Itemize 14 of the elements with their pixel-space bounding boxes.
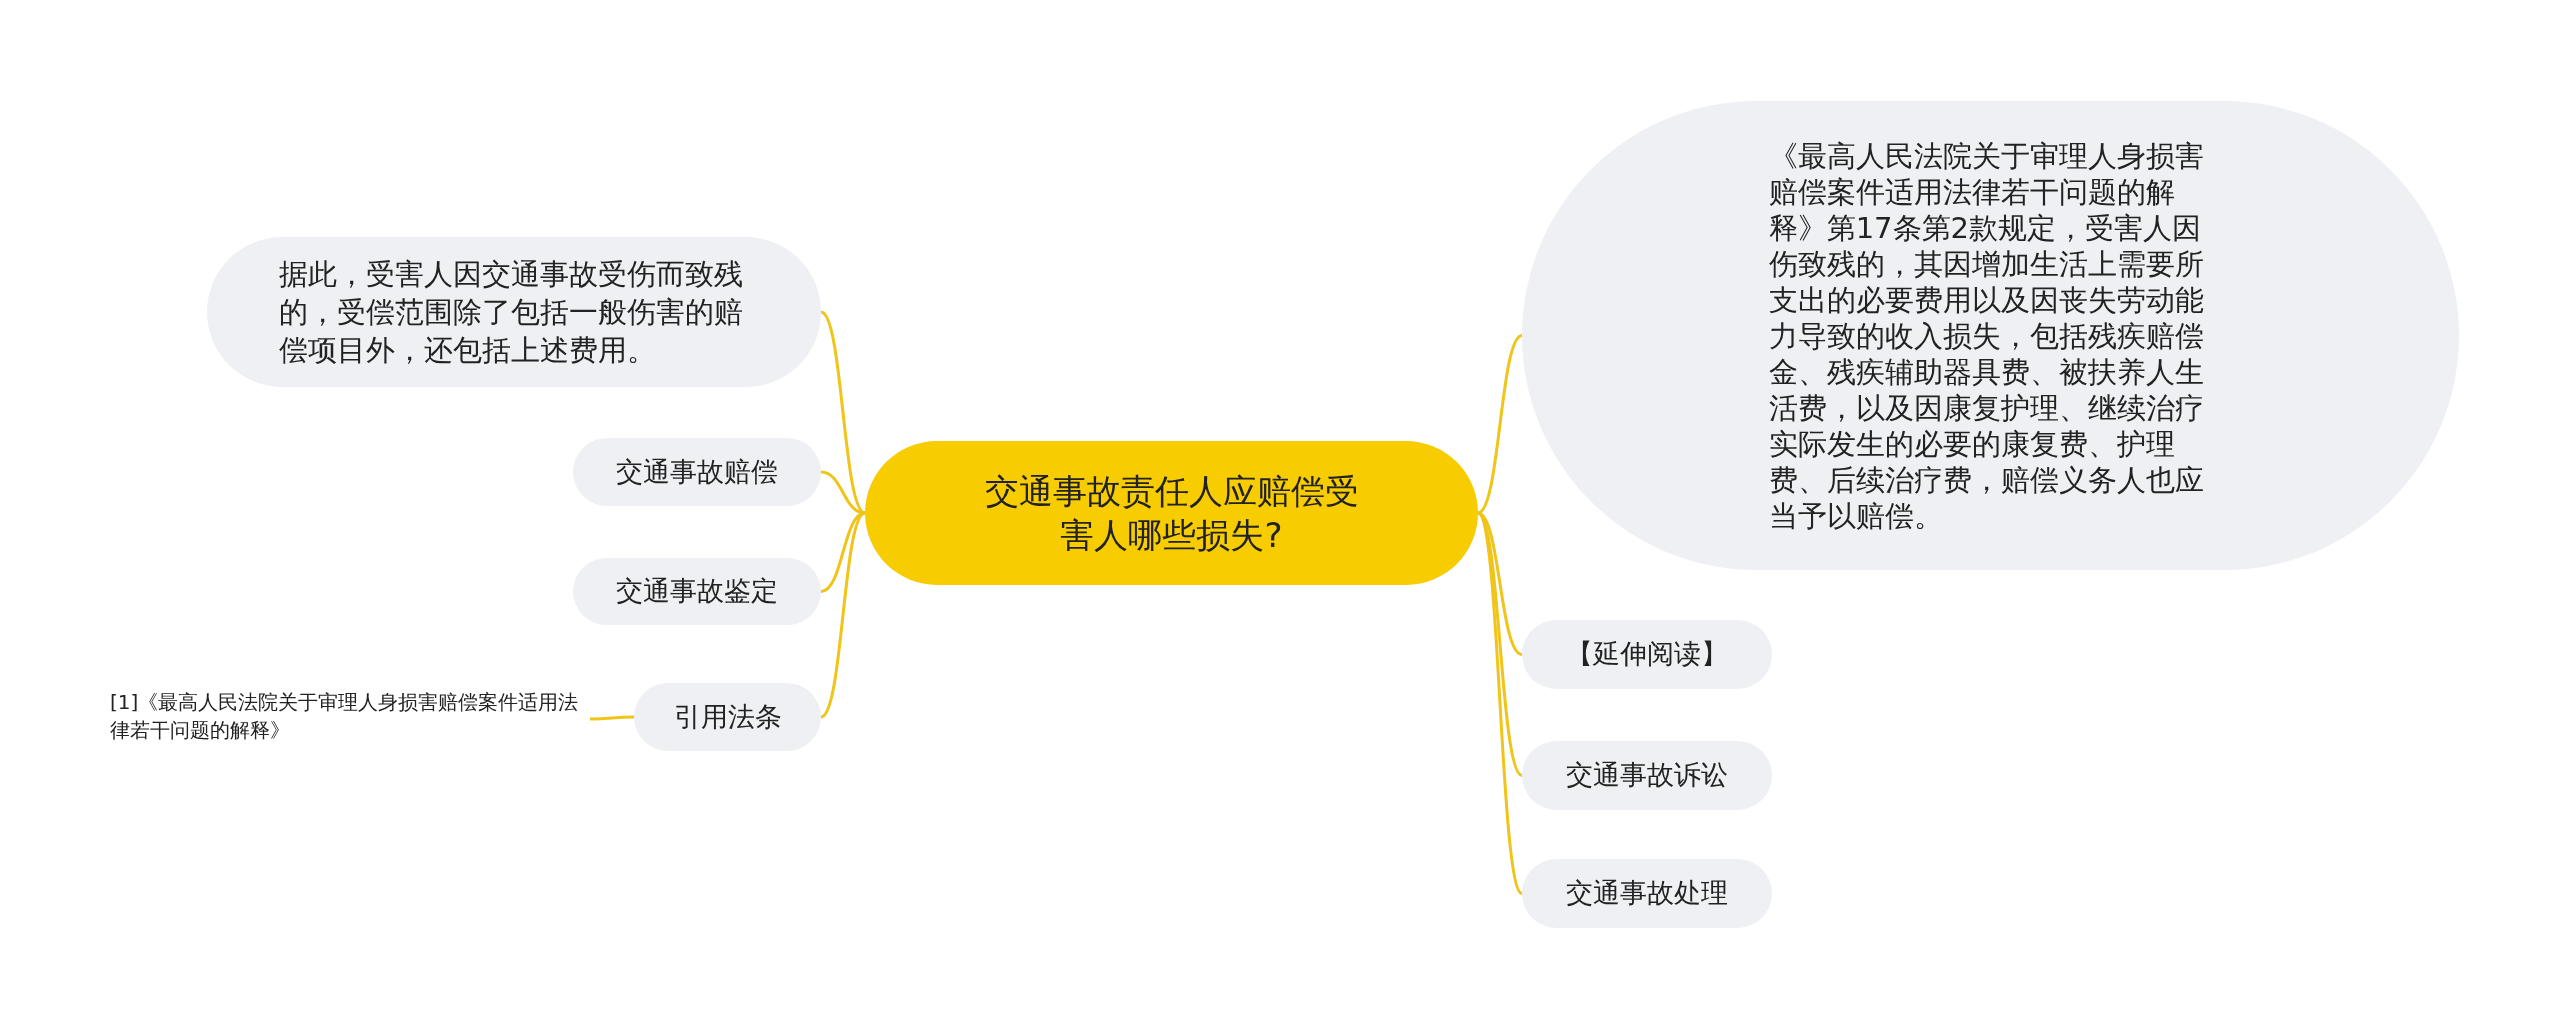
connector-line	[590, 715, 634, 721]
topic-text: 交通事故责任人应赔偿受害人哪些损失?	[984, 470, 1359, 557]
topic-text: 交通事故鉴定	[616, 574, 778, 609]
topic-text: 交通事故赔偿	[616, 454, 778, 489]
topic-text: 《最高人民法院关于审理人身损害赔偿案件适用法律若干问题的解释》第17条第2款规定，受害人因伤致残的，其因增加生活上需要所支出的必要费用以及因丧失劳动能力导致的收入损失，包括残疾赔偿金、残疾辅助器具费、被扶养人生活费，以及因康复护理、继续治疗实际发生的必要的康复费、护理费、后续治疗费，赔偿义务人也应当予以赔偿。	[1768, 137, 2205, 534]
connector-line	[820, 470, 866, 515]
topic-text: 交通事故处理	[1566, 876, 1728, 911]
topic-text: 【延伸阅读】	[1566, 637, 1728, 672]
topic-text: 引用法条	[673, 699, 782, 734]
topic-text: [1]《最高人民法院关于审理人身损害赔偿案件适用法律若干问题的解释》	[110, 689, 580, 744]
connector-line	[1477, 334, 1523, 515]
topic-text: 据此，受害人因交通事故受伤而致残的，受偿范围除了包括一般伤害的赔偿项目外，还包括上述费用。	[279, 256, 745, 369]
connector-line	[820, 511, 866, 719]
topic-text: 交通事故诉讼	[1566, 758, 1728, 793]
